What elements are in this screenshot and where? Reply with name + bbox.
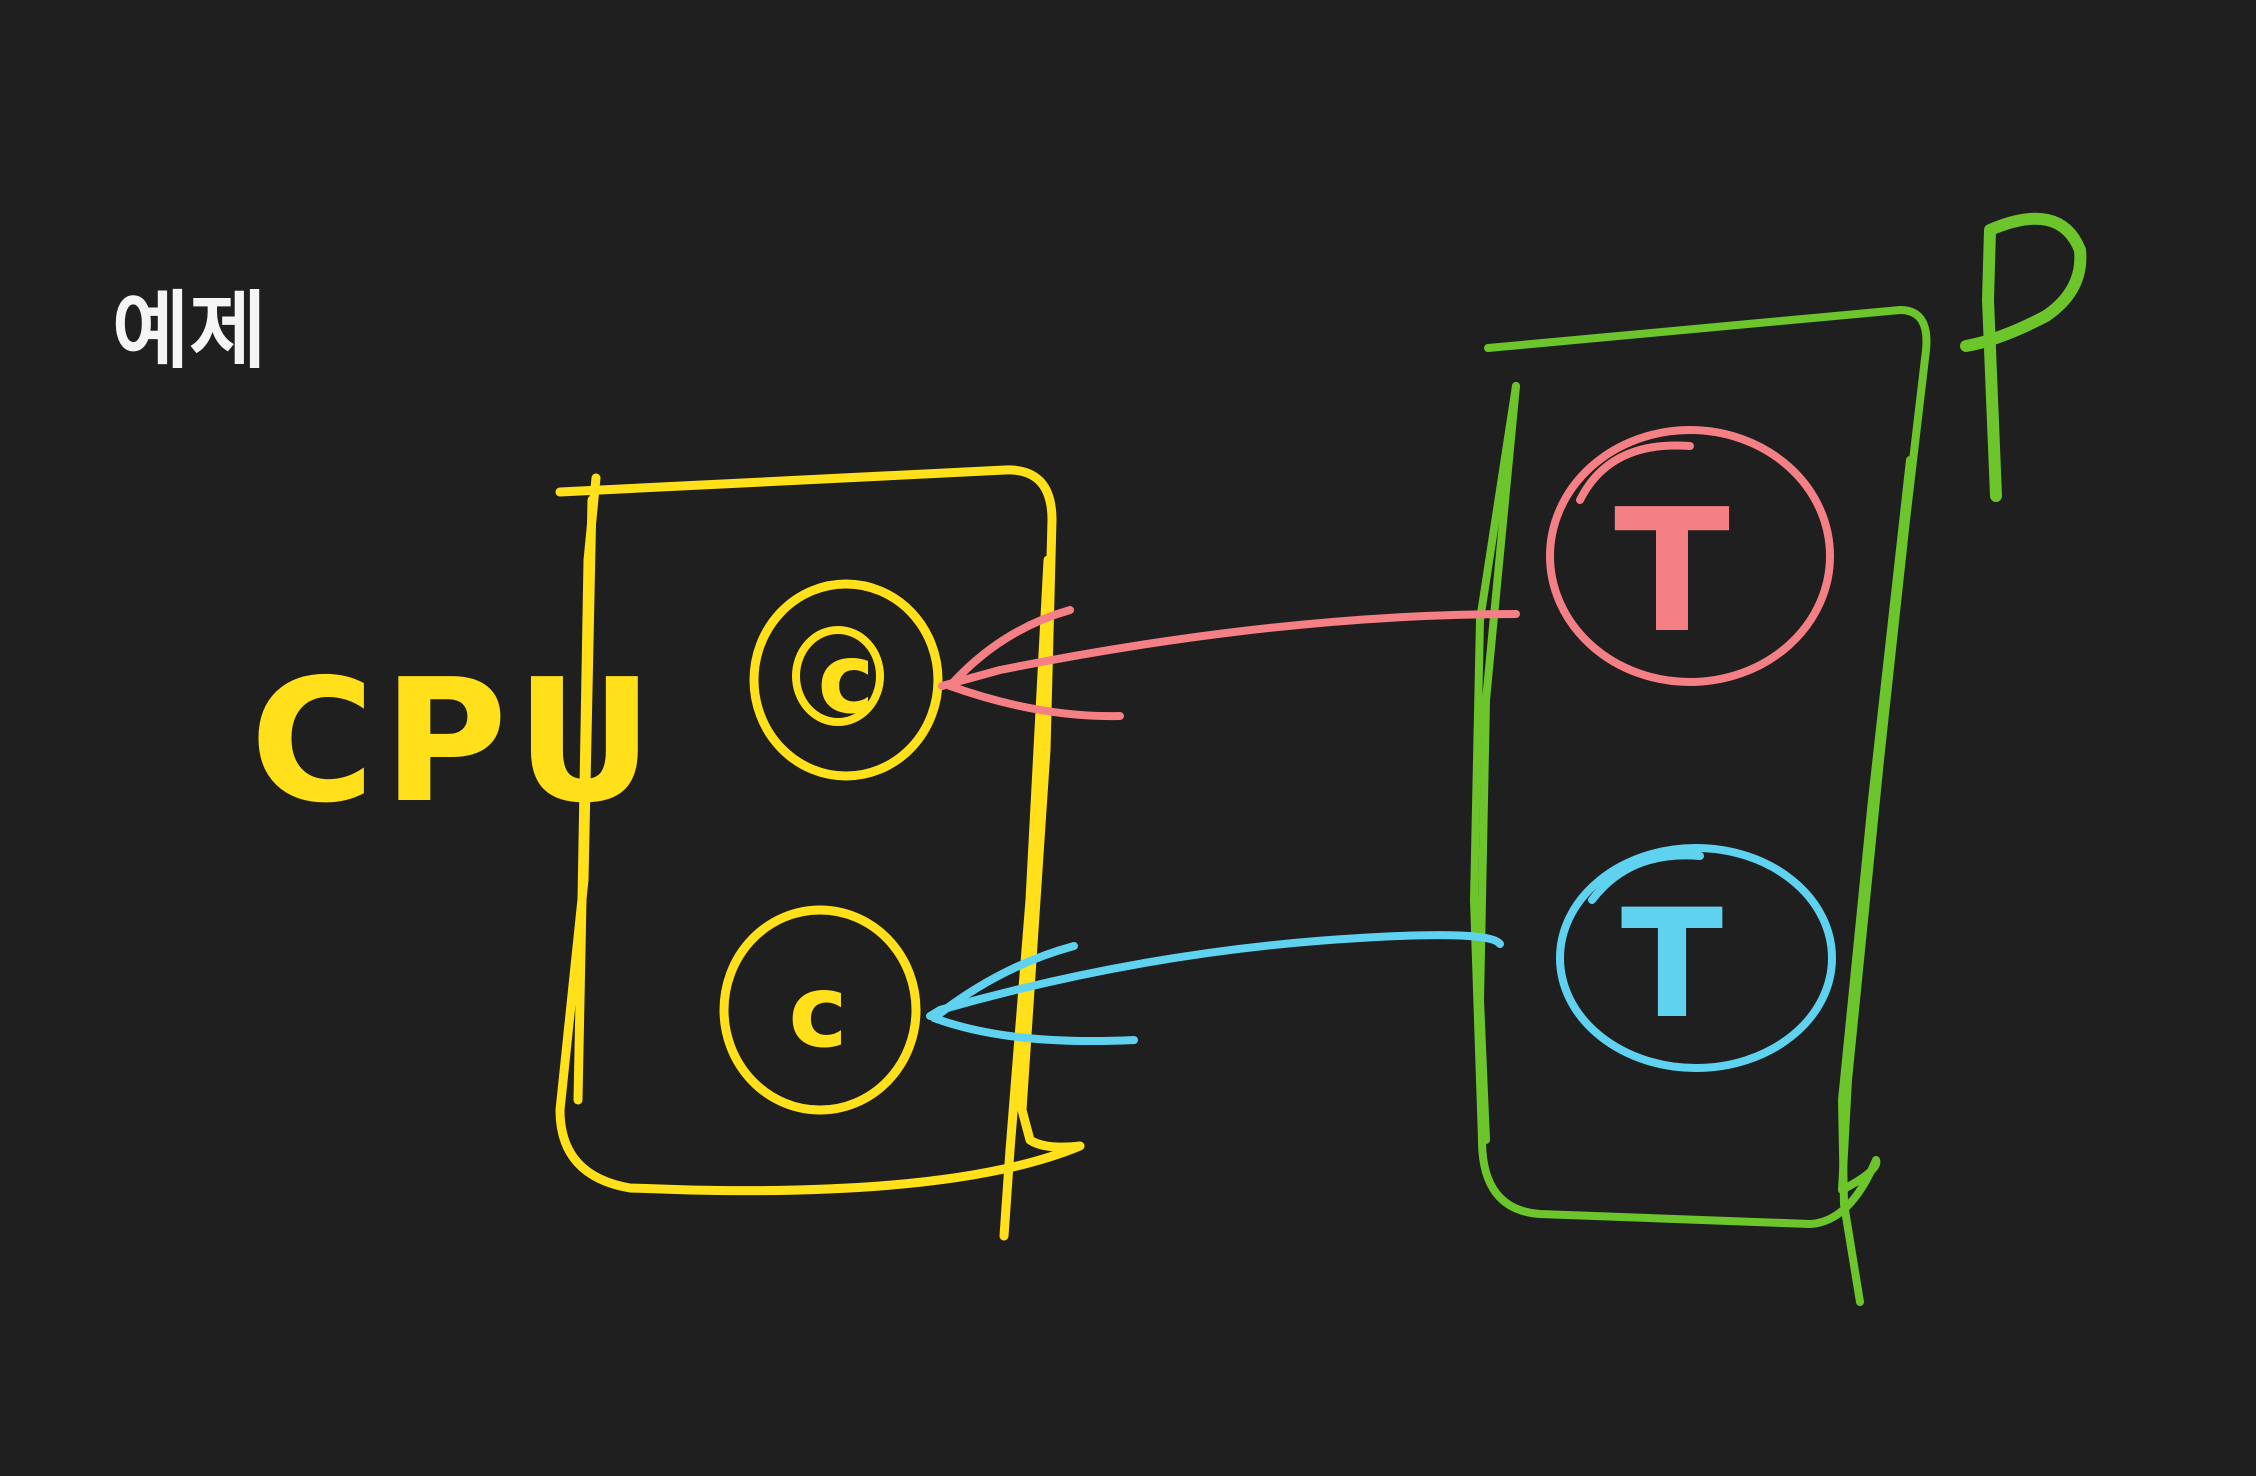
arrow-thread-2-to-core-2	[926, 931, 1504, 1046]
page-title: 예제	[112, 282, 267, 380]
cpu-core-2-circle	[719, 905, 921, 1115]
arrow-2-shaft	[926, 931, 1504, 1020]
process-box-right-edge	[1838, 456, 1914, 1306]
process-group: P T T	[1470, 212, 2087, 1306]
cpu-group: CPU c c	[250, 465, 1085, 1241]
thread-2: T	[1556, 844, 1836, 1072]
thread-1-circle-overlap	[1576, 441, 1694, 504]
process-label-stroke	[1960, 212, 2087, 502]
cpu-core-2-label: c	[788, 953, 847, 1070]
cpu-label: CPU	[250, 643, 661, 841]
arrow-1-shaft	[938, 610, 1520, 690]
thread-1-circle	[1546, 426, 1834, 686]
thread-2-circle	[1556, 844, 1836, 1072]
arrow-2-head	[930, 942, 1138, 1046]
cpu-core-1-label: c	[818, 623, 875, 735]
process-box	[1470, 306, 1931, 1228]
thread-1-label: T	[1614, 473, 1730, 671]
arrow-1-head	[946, 606, 1124, 721]
cpu-core-1: c	[749, 579, 943, 781]
cpu-core-1-inner-ring	[792, 626, 884, 726]
cpu-box	[555, 465, 1085, 1196]
arrow-thread-1-to-core-1	[938, 606, 1520, 721]
cpu-box-left-edge	[573, 473, 601, 1105]
process-box-left-edge	[1476, 382, 1520, 1144]
thread-2-circle-overlap	[1588, 851, 1704, 904]
cpu-core-1-circle	[749, 579, 943, 781]
thread-1: T	[1546, 426, 1834, 686]
cpu-box-right-edge	[999, 555, 1053, 1241]
process-label: P	[2000, 392, 2007, 403]
thread-2-label: T	[1621, 878, 1723, 1052]
cpu-core-2: c	[719, 905, 921, 1115]
